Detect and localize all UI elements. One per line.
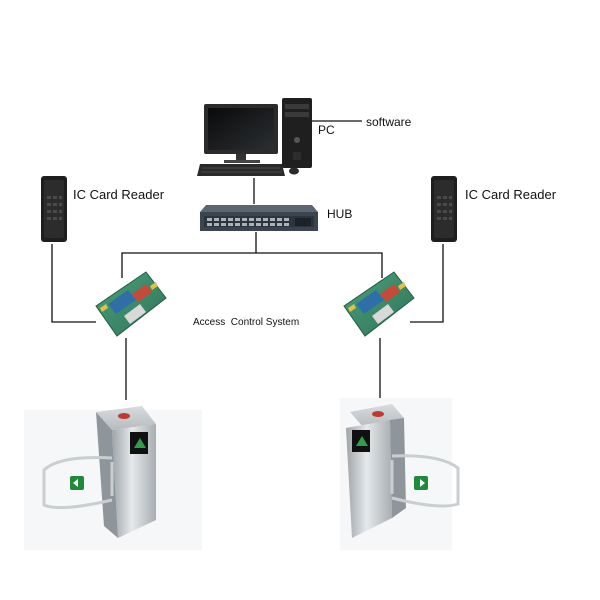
network-switch-icon [200, 205, 318, 231]
swing-turnstile-icon-right [340, 398, 460, 550]
card-reader-icon-right [431, 176, 457, 242]
card-reader-label-left: IC Card Reader [73, 187, 165, 202]
keyboard-icon [197, 164, 285, 176]
line-bus [121, 252, 383, 278]
card-reader-icon-left [41, 176, 67, 242]
access-controller-board-icon-left [95, 271, 167, 337]
card-reader-label-right: IC Card Reader [465, 187, 557, 202]
monitor-icon [204, 104, 278, 163]
software-label: software [366, 115, 412, 129]
tower-icon [282, 98, 312, 168]
pc-label: PC [318, 123, 335, 137]
line-reader-right [410, 244, 444, 323]
connection-lines [51, 120, 444, 400]
access-controller-board-icon-right [343, 271, 415, 337]
desktop-computer-icon [197, 98, 312, 176]
hub-label: HUB [327, 207, 353, 221]
access-control-label: Access Control System [193, 317, 300, 328]
line-reader-left [51, 244, 96, 323]
swing-turnstile-icon-left [24, 406, 202, 550]
mouse-icon [289, 167, 299, 175]
